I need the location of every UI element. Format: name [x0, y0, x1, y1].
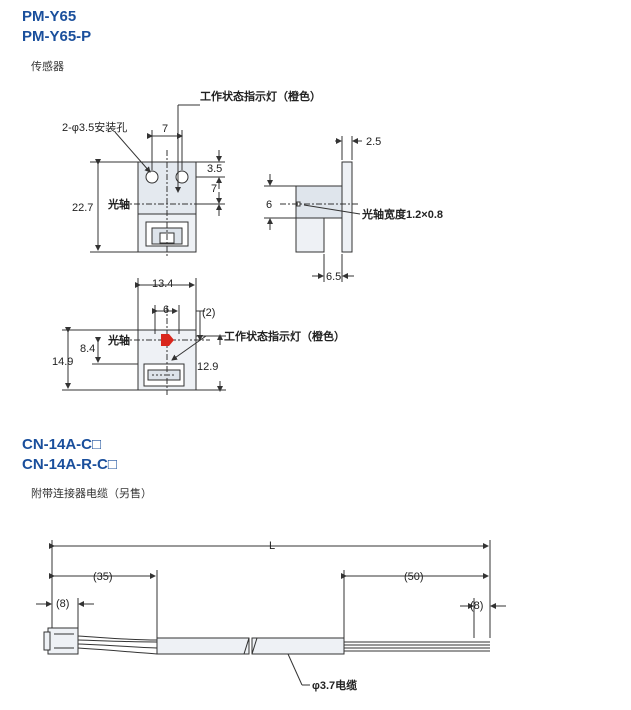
dim-2-paren: (2)	[202, 307, 215, 319]
dim-14-9: 14.9	[52, 356, 73, 368]
dim-L: L	[269, 540, 275, 552]
dim-7-right: 7	[211, 183, 217, 195]
sensor-bottom-view	[62, 278, 226, 395]
dim-12-9: 12.9	[197, 361, 218, 373]
cable-drawing	[36, 540, 506, 686]
axis-width-label: 光轴宽度1.2×0.8	[361, 207, 443, 221]
dim-3-5: 3.5	[207, 163, 222, 175]
sensor-front-view	[90, 104, 225, 256]
indicator-label-top: 工作状态指示灯（橙色）	[200, 89, 321, 103]
section2-title-1: CN-14A-C□	[22, 436, 102, 453]
dim-50: (50)	[404, 571, 424, 583]
hole-label: 2-φ3.5安装孔	[62, 120, 127, 134]
dim-7-top: 7	[162, 123, 168, 135]
dim-6-5: 6.5	[326, 271, 341, 283]
dim-8-right: (8)	[470, 600, 483, 612]
dim-8-left: (8)	[56, 598, 69, 610]
dim-8-4: 8.4	[80, 343, 95, 355]
dim-13-4: 13.4	[152, 278, 173, 290]
dim-6-bottom: 6	[163, 304, 169, 316]
dim-2-5: 2.5	[366, 136, 381, 148]
section1-title-1: PM-Y65	[22, 8, 77, 25]
section1-subtitle: 传感器	[31, 61, 64, 73]
axis-label-bottom: 光轴	[107, 333, 130, 347]
sensor-side-view	[264, 136, 362, 282]
indicator-label-bottom: 工作状态指示灯（橙色）	[224, 329, 345, 343]
indicator-led	[161, 334, 174, 346]
section1-title-2: PM-Y65-P	[22, 28, 92, 45]
axis-label-front: 光轴	[107, 197, 130, 211]
dim-6-side: 6	[266, 199, 272, 211]
dim-35: (35)	[93, 571, 113, 583]
cable-label: φ3.7电缆	[312, 678, 357, 692]
dim-22-7: 22.7	[72, 202, 93, 214]
section2-subtitle: 附带连接器电缆（另售）	[31, 488, 152, 500]
section2-title-2: CN-14A-R-C□	[22, 456, 117, 473]
